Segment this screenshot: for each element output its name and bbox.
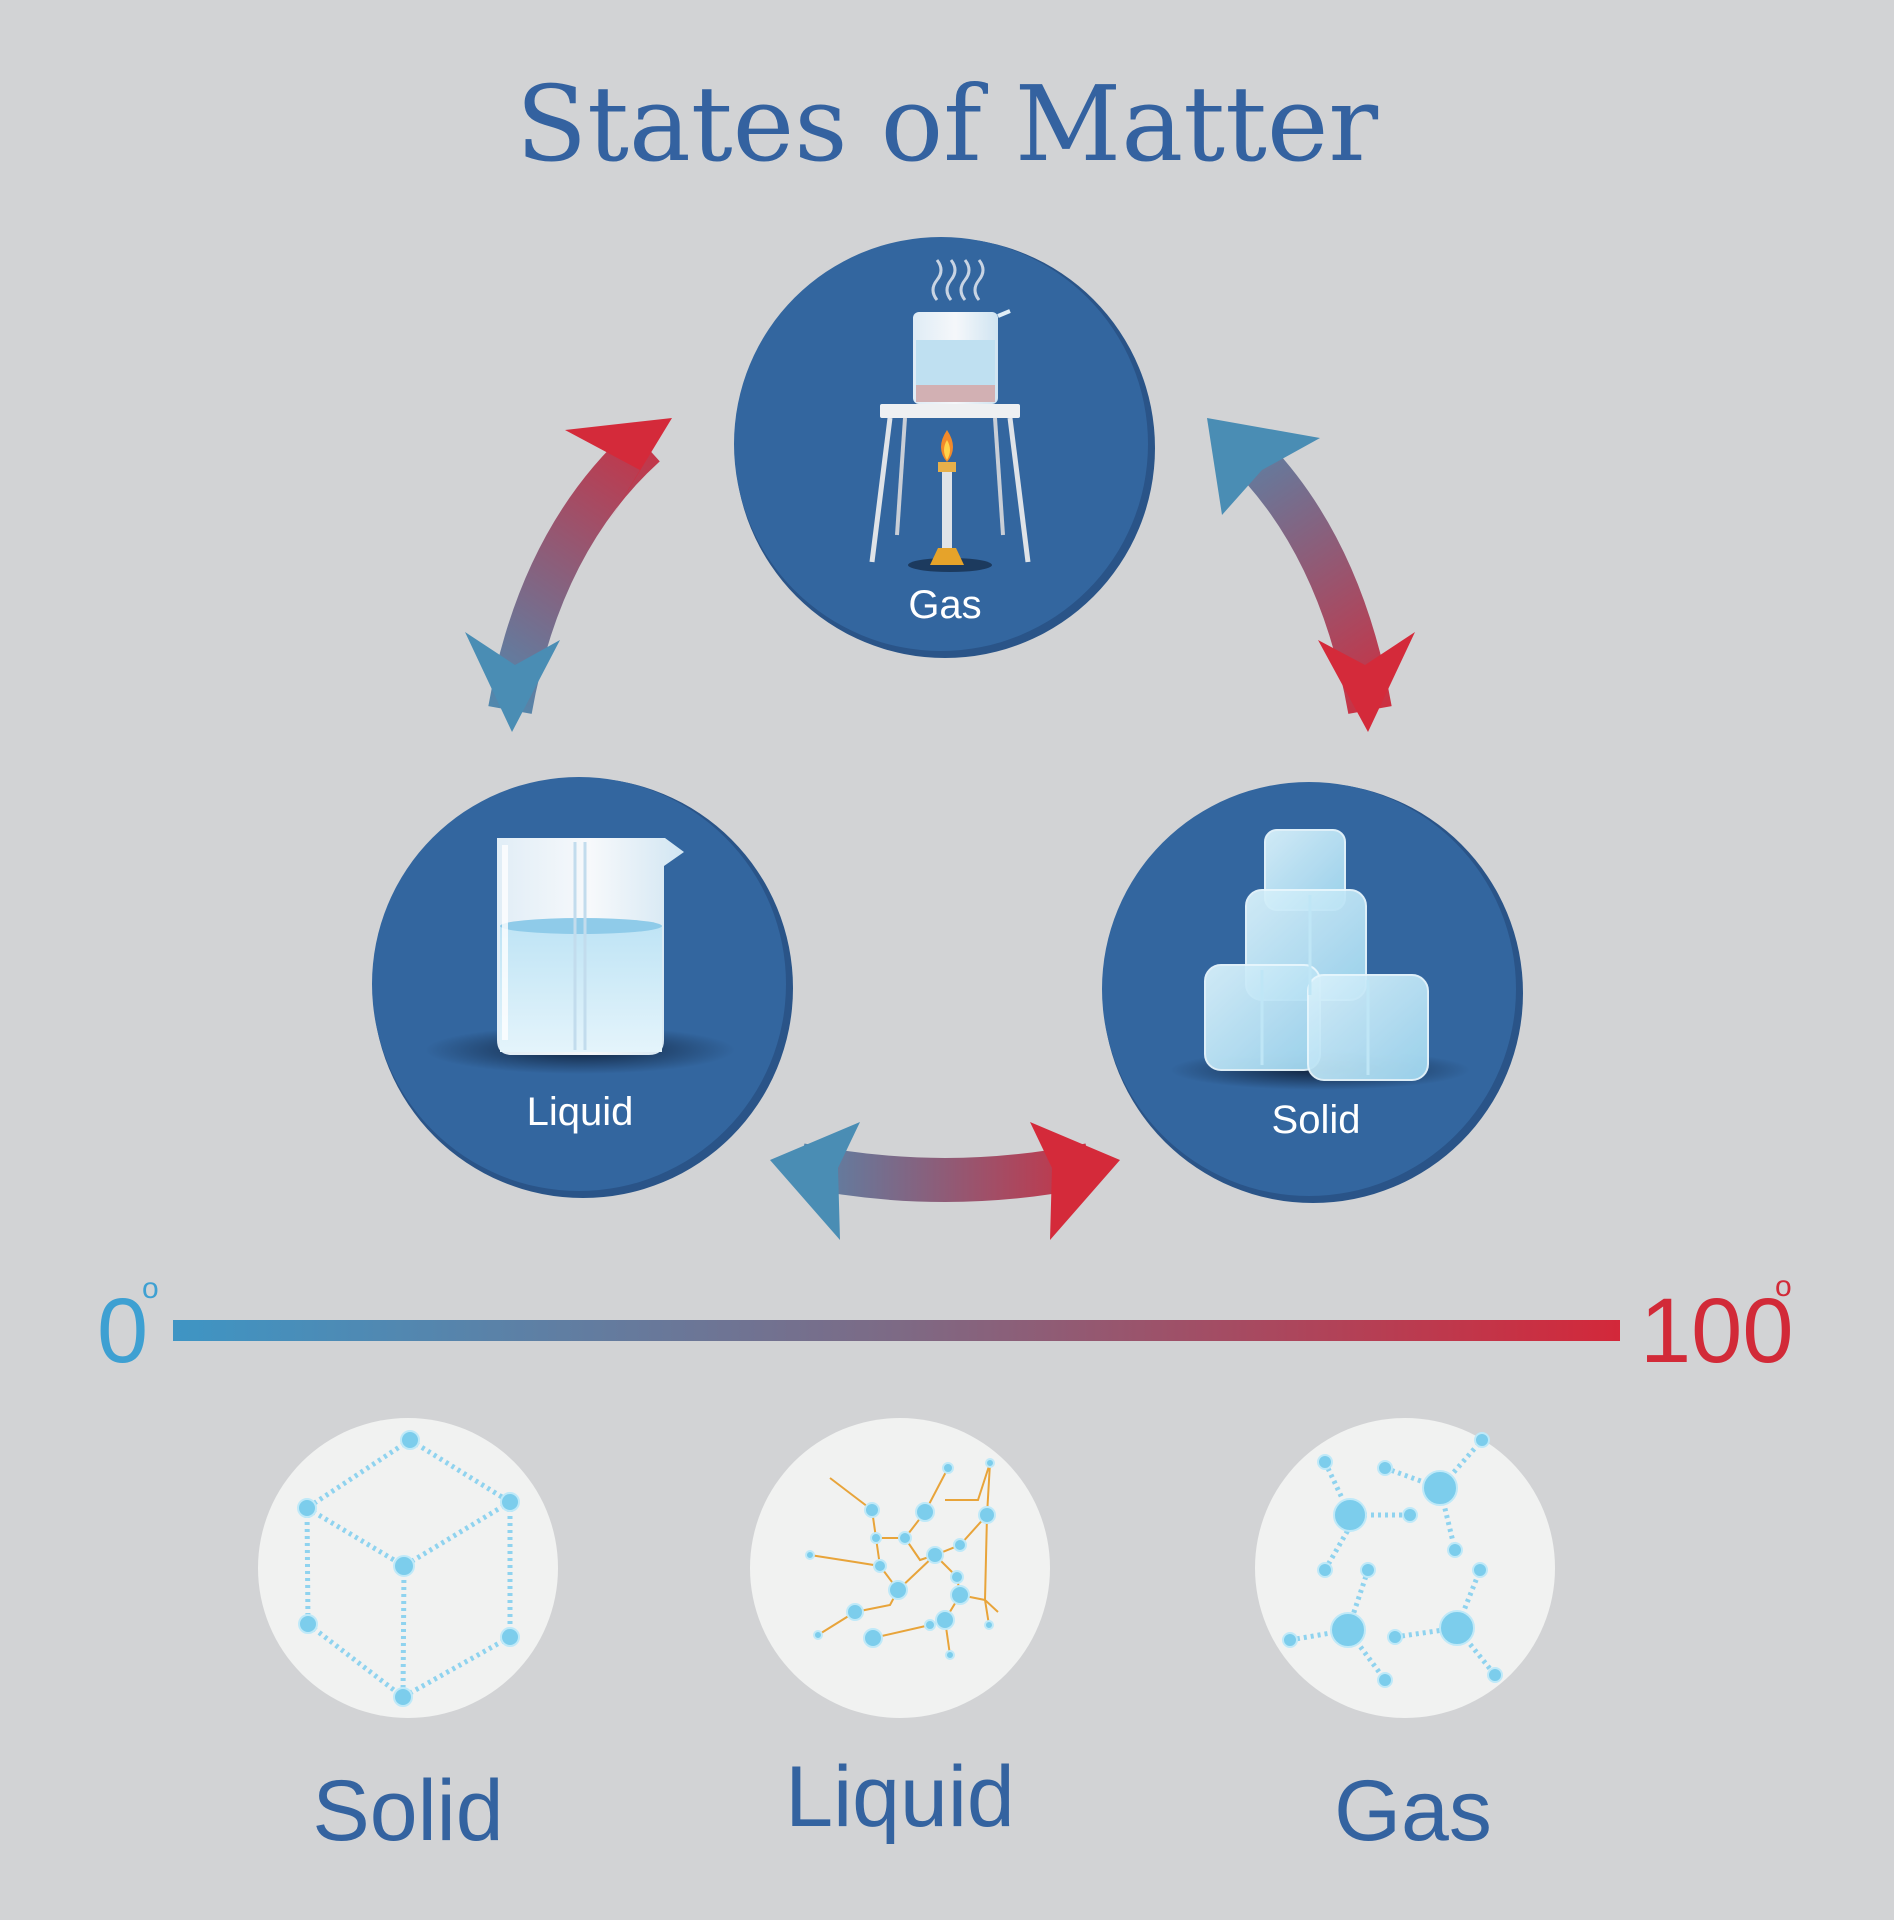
liquid-state-label: Liquid [527, 1090, 634, 1134]
ice-cubes-icon [1204, 829, 1429, 1081]
liquid-state-circle: Liquid [372, 777, 793, 1198]
temperature-high-degree: o [1775, 1270, 1792, 1303]
solid-model-label: Solid [312, 1763, 503, 1859]
liquid-particle-model: Liquid [750, 1418, 1050, 1845]
solid-state-label: Solid [1272, 1098, 1361, 1142]
arrow-liquid-solid [770, 1122, 1120, 1240]
gas-state-circle: Gas [734, 237, 1155, 658]
gas-particle-model: Gas [1255, 1418, 1555, 1859]
beaker-icon [497, 838, 684, 1055]
arrow-liquid-gas [465, 418, 672, 732]
gas-model-label: Gas [1334, 1763, 1492, 1859]
solid-particle-model: Solid [258, 1418, 558, 1859]
bunsen-burner-icon [908, 430, 992, 572]
temperature-high-label: 100 [1640, 1280, 1794, 1382]
temperature-low-degree: o [142, 1272, 159, 1305]
temperature-low-label: 0 [97, 1280, 148, 1382]
page-title: States of Matter [515, 63, 1379, 185]
heated-beaker-icon [913, 309, 1011, 404]
gas-state-label: Gas [908, 583, 981, 627]
solid-state-circle: Solid [1102, 782, 1523, 1203]
steam-icon [931, 259, 985, 301]
temperature-gradient-bar [173, 1320, 1620, 1341]
tripod-stand-icon [869, 404, 1031, 563]
temperature-scale: 0 o 100 o [97, 1270, 1794, 1382]
liquid-model-label: Liquid [785, 1749, 1015, 1845]
arrow-gas-solid [1207, 418, 1415, 732]
